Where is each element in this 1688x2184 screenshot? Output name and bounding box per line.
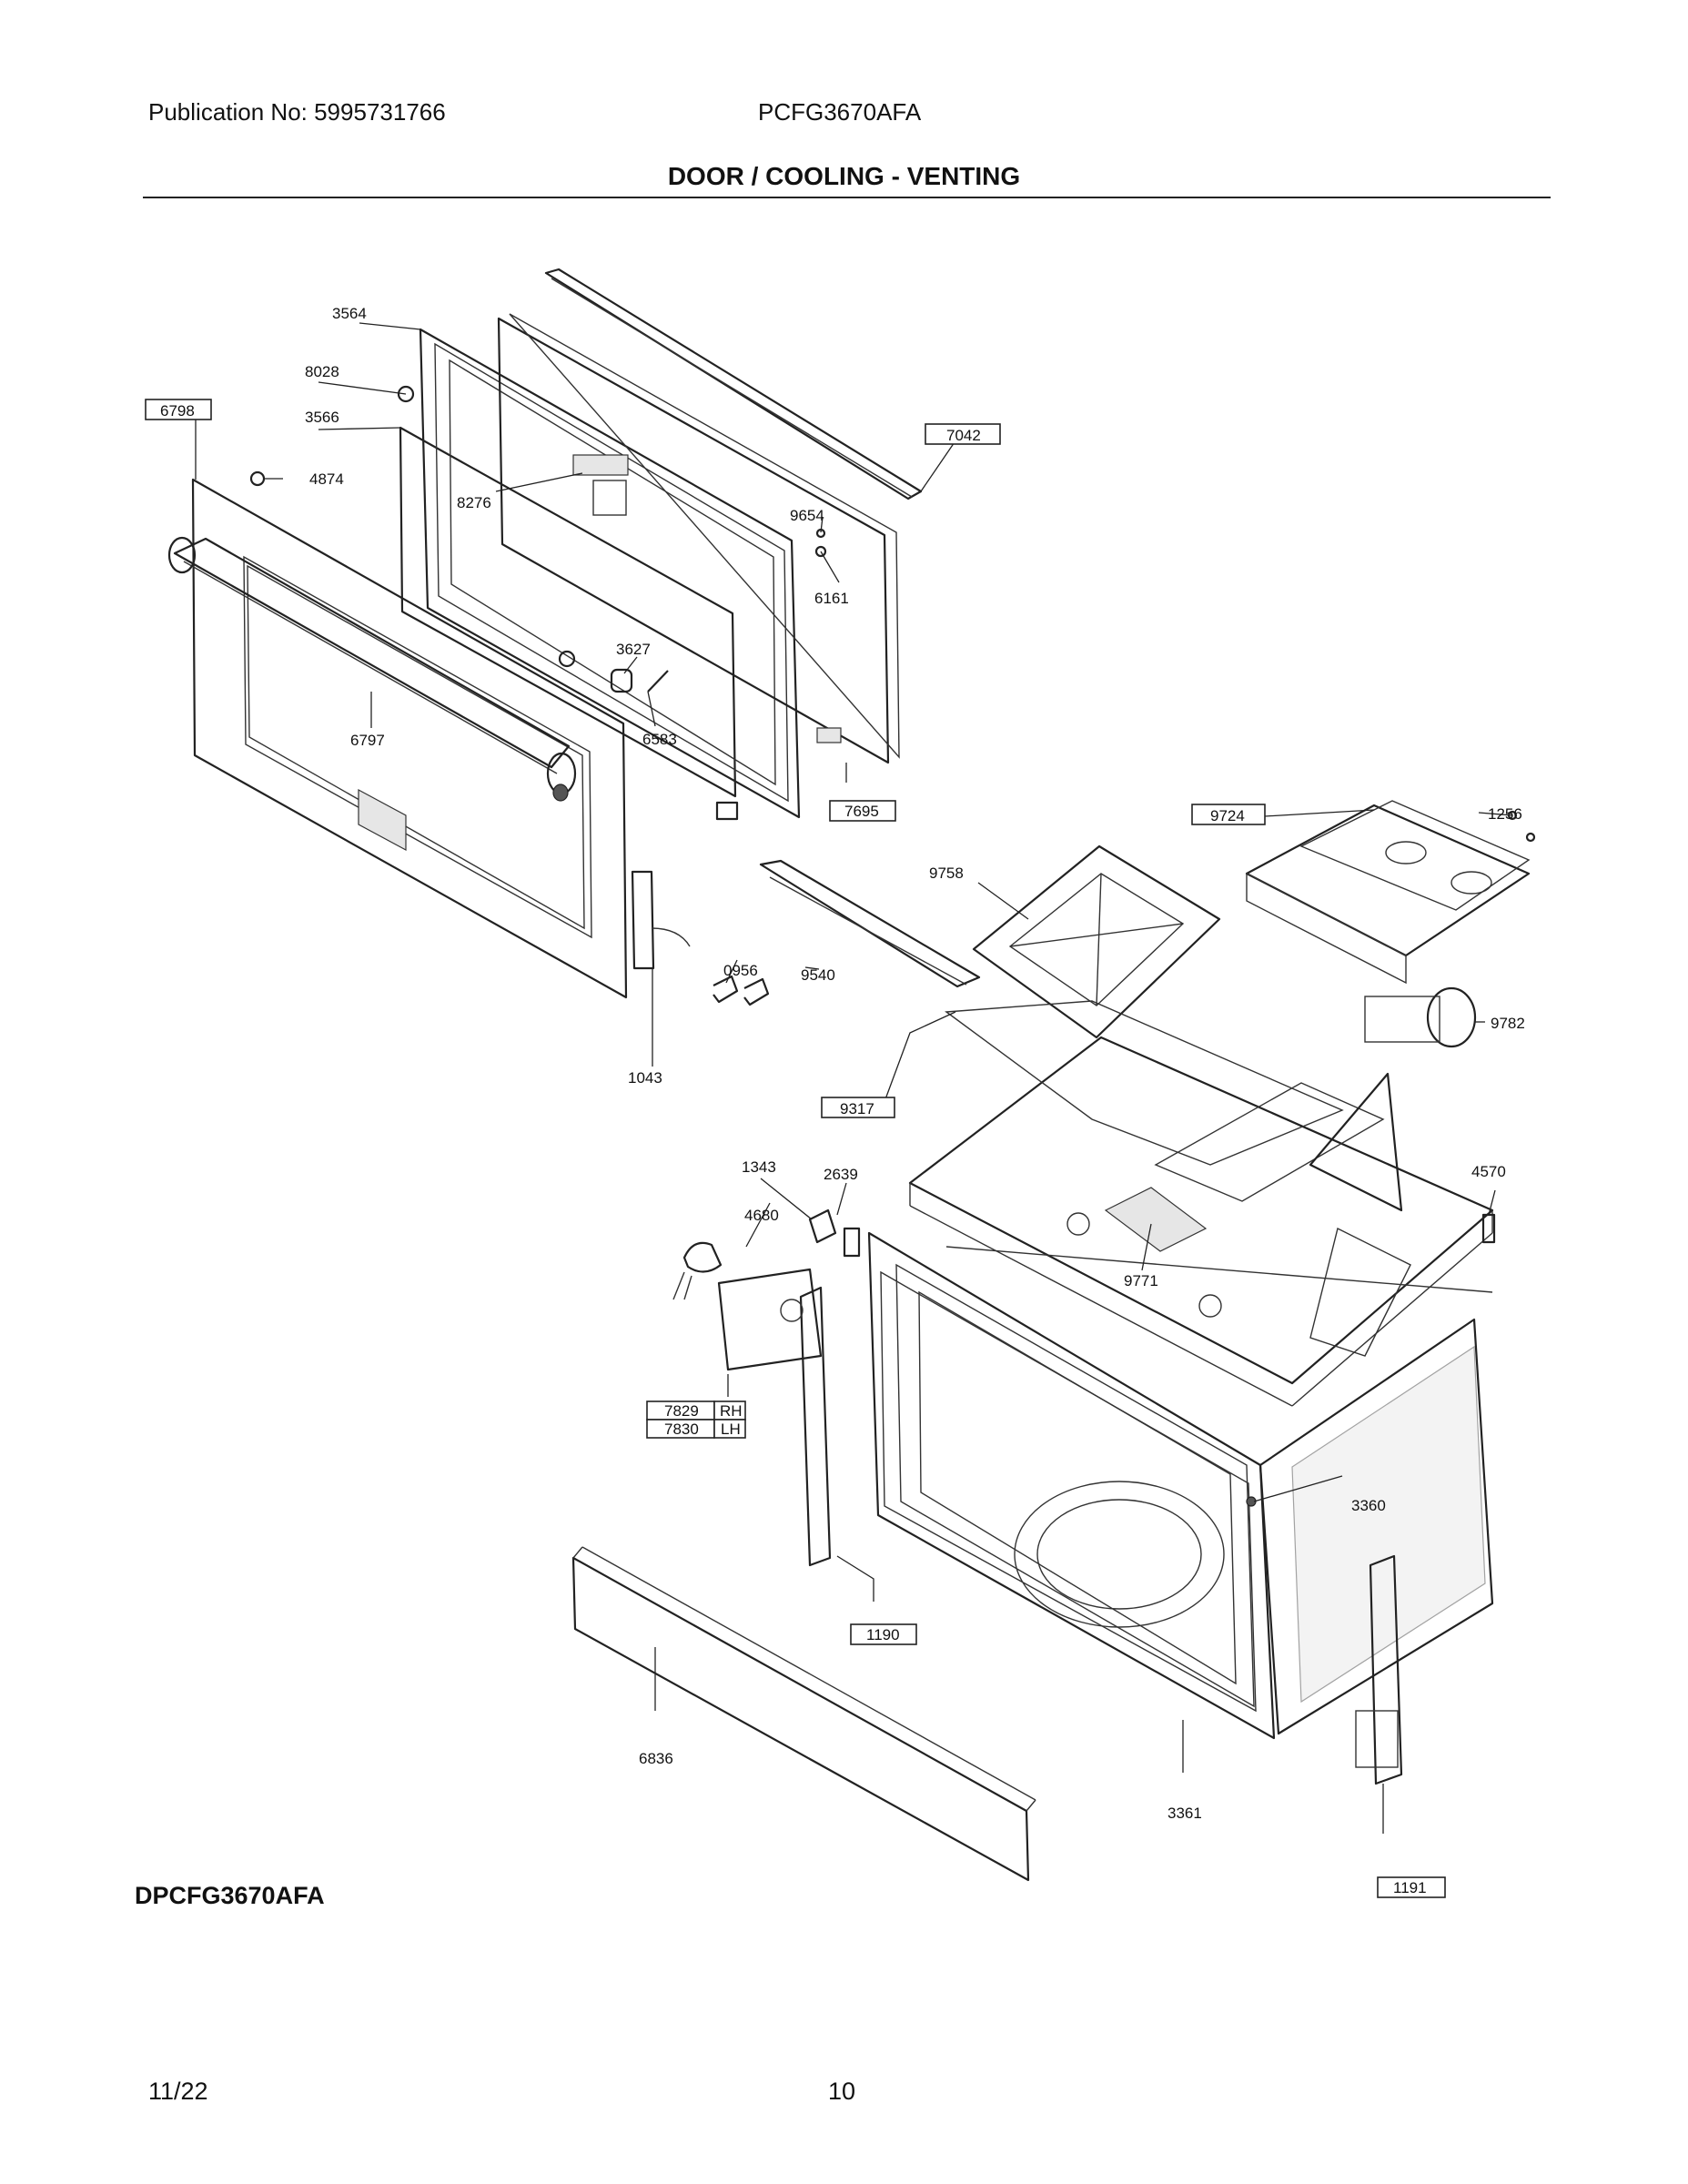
callout-3564: 3564 bbox=[332, 305, 367, 322]
oven-side-wrap bbox=[1258, 1318, 1494, 1735]
diagram-model-code: DPCFG3670AFA bbox=[135, 1882, 325, 1909]
hinge-slot bbox=[592, 480, 627, 516]
door-hinge bbox=[631, 870, 655, 970]
hinge-clip bbox=[397, 385, 415, 403]
callout-9724: 9724 bbox=[1210, 807, 1245, 824]
door-switch bbox=[682, 1241, 723, 1273]
callout-box-9724 bbox=[1191, 804, 1266, 825]
fan-housing bbox=[1245, 804, 1531, 957]
latch-bracket bbox=[717, 1268, 823, 1371]
callout-7695: 7695 bbox=[844, 803, 879, 820]
callout-8276: 8276 bbox=[457, 494, 491, 511]
page-number: 10 bbox=[828, 2078, 856, 2105]
callout-6836: 6836 bbox=[639, 1750, 673, 1767]
callout-6797: 6797 bbox=[350, 732, 385, 749]
callout-rh: RH bbox=[720, 1402, 743, 1420]
model-number: PCFG3670AFA bbox=[758, 98, 922, 126]
rear-glass bbox=[497, 317, 890, 764]
callout-7042: 7042 bbox=[946, 427, 981, 444]
callout-1343: 1343 bbox=[742, 1158, 776, 1176]
callout-7830: 7830 bbox=[664, 1421, 699, 1438]
callout-9782: 9782 bbox=[1491, 1015, 1525, 1032]
brand-badge bbox=[358, 788, 407, 852]
page-title: DOOR / COOLING - VENTING bbox=[667, 162, 1021, 190]
door-bumper bbox=[249, 470, 266, 487]
title-rule bbox=[143, 197, 1551, 198]
callout-9771: 9771 bbox=[1124, 1272, 1158, 1289]
callout-box-9317 bbox=[821, 1097, 895, 1118]
outer-door-panel bbox=[191, 478, 628, 999]
left-hinge-receiver bbox=[799, 1286, 832, 1567]
vent-rail bbox=[759, 859, 981, 988]
callout-9758: 9758 bbox=[929, 864, 964, 882]
oven-front-frame bbox=[867, 1231, 1276, 1740]
callout-box-7695 bbox=[829, 800, 896, 822]
callout-box-6798 bbox=[145, 399, 212, 420]
leader-lines bbox=[195, 322, 1513, 1834]
top-panel-vent-cutout bbox=[1309, 1227, 1411, 1357]
callout-box-7042 bbox=[925, 423, 1001, 445]
oven-cavity bbox=[571, 1208, 1496, 1882]
cooling-fan-motor bbox=[1426, 986, 1477, 1048]
callout-1043: 1043 bbox=[628, 1069, 662, 1087]
vent-assembly bbox=[759, 800, 1536, 1407]
callout-6161: 6161 bbox=[814, 590, 849, 607]
oven-gasket bbox=[880, 1270, 1257, 1713]
callout-6798: 6798 bbox=[160, 402, 195, 420]
callout-3360: 3360 bbox=[1351, 1497, 1386, 1514]
inner-glass bbox=[399, 426, 737, 798]
callout-9654: 9654 bbox=[790, 507, 824, 524]
callout-3627: 3627 bbox=[616, 641, 651, 658]
callout-6583: 6583 bbox=[642, 731, 677, 748]
door-window bbox=[247, 564, 585, 930]
callout-7829: 7829 bbox=[664, 1402, 699, 1420]
callout-2639: 2639 bbox=[824, 1166, 858, 1183]
door-assembly bbox=[167, 268, 923, 1006]
toe-kick-panel bbox=[571, 1556, 1030, 1882]
callout-3566: 3566 bbox=[305, 409, 339, 426]
callout-9317: 9317 bbox=[840, 1100, 874, 1117]
callout-0956: 0956 bbox=[723, 962, 758, 979]
inner-door-frame bbox=[419, 328, 801, 819]
callout-4874: 4874 bbox=[309, 470, 344, 488]
callout-1256: 1256 bbox=[1488, 805, 1522, 823]
callout-box-1190 bbox=[850, 1623, 917, 1645]
vent-duct bbox=[972, 844, 1221, 1039]
publication-date: 11/22 bbox=[148, 2078, 208, 2105]
hinge-receivers bbox=[713, 975, 770, 1006]
callout-4680: 4680 bbox=[744, 1207, 779, 1224]
door-spacer bbox=[610, 668, 633, 693]
callout-9540: 9540 bbox=[801, 966, 835, 984]
callout-3361: 3361 bbox=[1167, 1805, 1202, 1822]
callout-box-1191 bbox=[1377, 1876, 1446, 1898]
oven-top-panel bbox=[908, 1036, 1494, 1385]
callout-8028: 8028 bbox=[305, 363, 339, 380]
air-baffle bbox=[1104, 1187, 1208, 1252]
publication-number: Publication No: 5995731766 bbox=[148, 98, 446, 126]
callout-4570: 4570 bbox=[1471, 1163, 1506, 1180]
door-handle bbox=[173, 537, 571, 769]
part-callouts: 3564 8028 6798 3566 4874 8276 7042 9654 … bbox=[145, 305, 1525, 1898]
callout-1190: 1190 bbox=[866, 1626, 900, 1643]
callout-lh: LH bbox=[721, 1421, 741, 1438]
callout-1191: 1191 bbox=[1393, 1879, 1427, 1896]
